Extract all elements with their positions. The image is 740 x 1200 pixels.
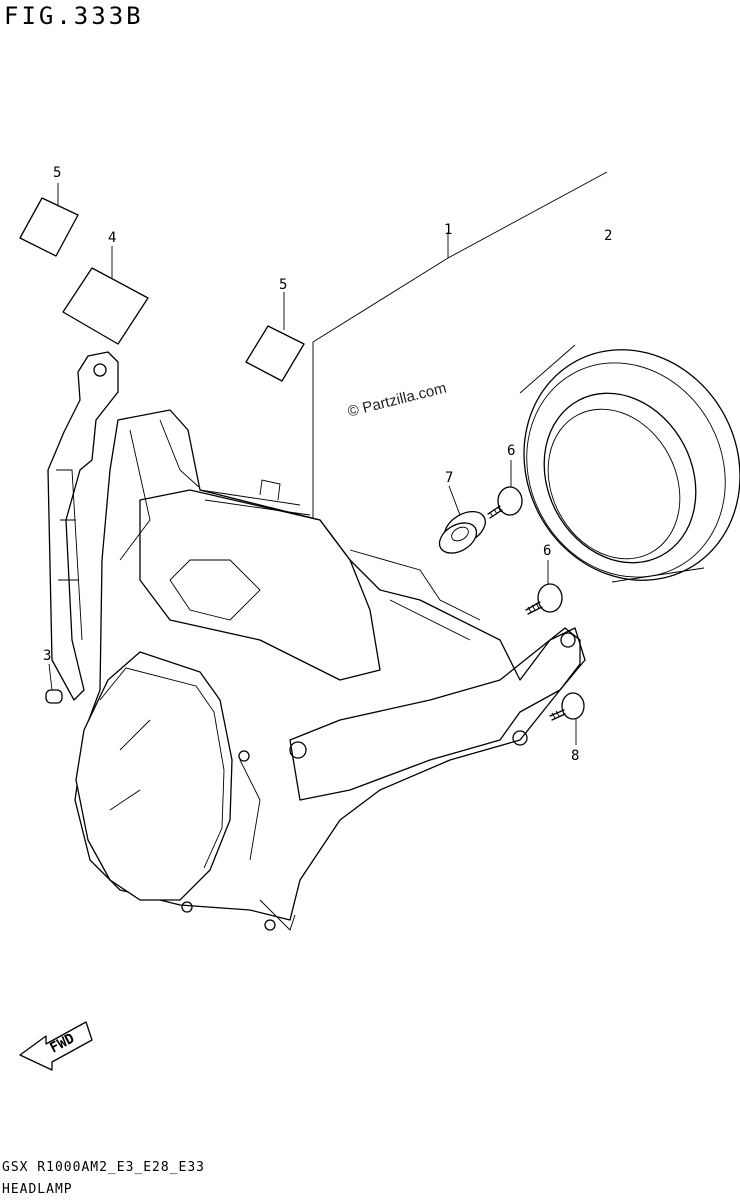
ring-cover-part-2 xyxy=(519,344,740,583)
callout-5-left: 5 xyxy=(53,165,62,181)
callout-3: 3 xyxy=(43,648,52,664)
callout-6-upper: 6 xyxy=(507,443,516,459)
callout-6-lower: 6 xyxy=(543,543,552,559)
callout-8: 8 xyxy=(571,748,580,764)
label-plate-4 xyxy=(62,267,149,345)
callout-2: 2 xyxy=(604,228,613,244)
grommet-part-7 xyxy=(438,510,486,554)
callout-7: 7 xyxy=(445,470,454,486)
model-code: GSX R1000AM2_E3_E28_E33 xyxy=(2,1160,206,1175)
screw-part-6-upper xyxy=(487,486,523,519)
label-sticker-5-left xyxy=(19,197,79,257)
cap-part-3 xyxy=(45,689,63,704)
leader-lines xyxy=(48,171,608,745)
figure-title: FIG.333B xyxy=(4,2,144,30)
screw-part-8 xyxy=(549,692,585,721)
section-name: HEADLAMP xyxy=(2,1182,73,1197)
screw-part-6-lower xyxy=(525,583,563,615)
headlamp-assembly-part-1 xyxy=(47,351,586,931)
label-sticker-5-center xyxy=(245,325,305,382)
callout-4: 4 xyxy=(108,230,117,246)
callout-5-center: 5 xyxy=(279,277,288,293)
callout-1: 1 xyxy=(444,222,453,238)
fwd-arrow-icon: FWD xyxy=(19,1021,93,1071)
